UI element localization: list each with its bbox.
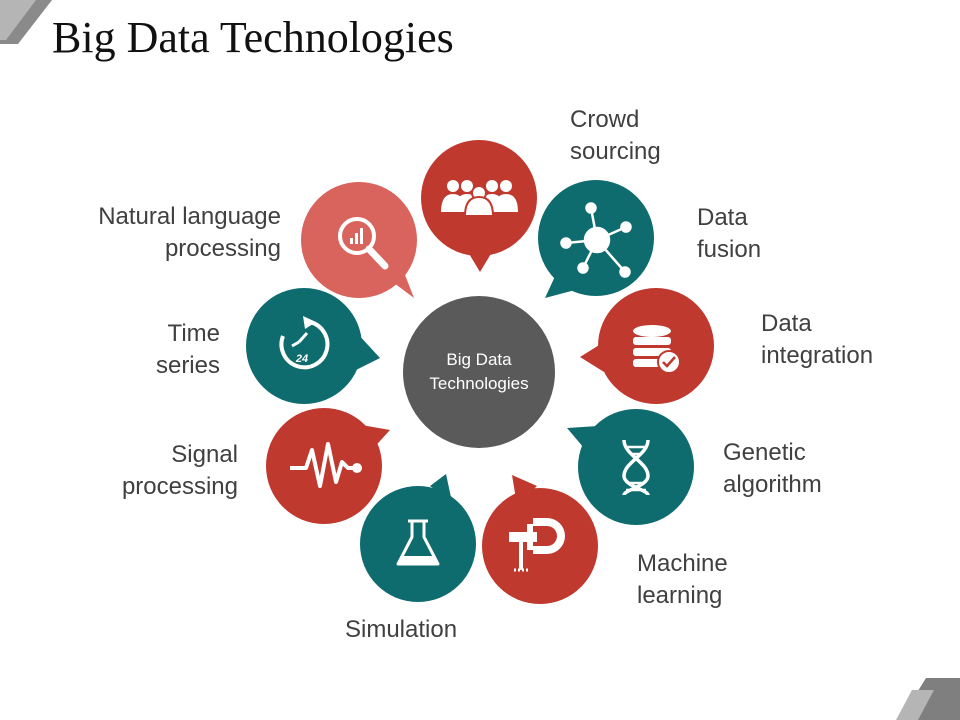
label-data-fusion: Data fusion (697, 202, 761, 266)
label-data-integration-line-2: integration (761, 342, 874, 369)
bubble-time-series: 24 (246, 288, 380, 404)
bubble-data-fusion (538, 180, 654, 298)
label-signal-processing-line-2: processing (121, 473, 238, 500)
clock-24-icon: 24 (279, 316, 330, 370)
center-hub-line-1: Big Data (446, 350, 512, 369)
label-genetic-algorithm-line-1: Genetic (723, 439, 806, 466)
label-genetic-algorithm-line-2: algorithm (723, 471, 822, 498)
label-crowd-sourcing: Crowd sourcing (570, 104, 661, 168)
network-hub-icon (560, 202, 632, 278)
label-time-series-line-1: Time (167, 320, 220, 347)
bubble-simulation (360, 474, 476, 602)
label-data-integration: Data integration (761, 308, 873, 372)
flask-icon (396, 519, 440, 566)
database-check-icon (633, 325, 681, 374)
label-machine-learning-line-2: learning (637, 582, 723, 609)
bubble-signal-processing (266, 408, 390, 524)
label-natural-language-processing-line-1: Natural language (98, 203, 281, 230)
clock-24-text: 24 (295, 353, 308, 365)
corner-decoration-bottom-right (896, 678, 960, 720)
label-crowd-sourcing-line-2: sourcing (570, 138, 661, 165)
label-machine-learning: Machine learning (637, 548, 728, 612)
dna-icon (622, 439, 650, 496)
search-chart-icon (338, 217, 389, 270)
label-time-series-line-2: series (155, 352, 220, 379)
label-genetic-algorithm: Genetic algorithm (723, 437, 822, 501)
clamp-icon (509, 518, 565, 572)
label-natural-language-processing-line-2: processing (164, 235, 281, 262)
label-signal-processing-line-1: Signal (171, 441, 238, 468)
label-simulation-line-1: Simulation (345, 616, 458, 643)
label-natural-language-processing: Natural language processing (98, 201, 281, 265)
label-time-series: Time series (156, 318, 220, 382)
label-simulation: Simulation (345, 614, 457, 646)
people-group-icon (441, 180, 518, 217)
bubble-machine-learning (482, 475, 598, 604)
bubble-natural-language-processing (301, 182, 417, 298)
center-hub: Big Data Technologies (403, 296, 555, 448)
corner-decoration-top-left (0, 0, 52, 44)
label-signal-processing: Signal processing (122, 439, 238, 503)
label-crowd-sourcing-line-1: Crowd (570, 106, 640, 133)
label-data-fusion-line-2: fusion (697, 236, 762, 263)
label-data-fusion-line-1: Data (697, 204, 748, 231)
label-data-integration-line-1: Data (761, 310, 812, 337)
bubble-genetic-algorithm (567, 409, 694, 525)
bubble-crowd-sourcing (421, 140, 537, 272)
center-hub-line-2: Technologies (429, 374, 529, 393)
slide-title: Big Data Technologies (52, 13, 454, 62)
pulse-wave-icon (290, 442, 362, 488)
label-machine-learning-line-1: Machine (637, 550, 728, 577)
bubble-data-integration (580, 288, 714, 404)
